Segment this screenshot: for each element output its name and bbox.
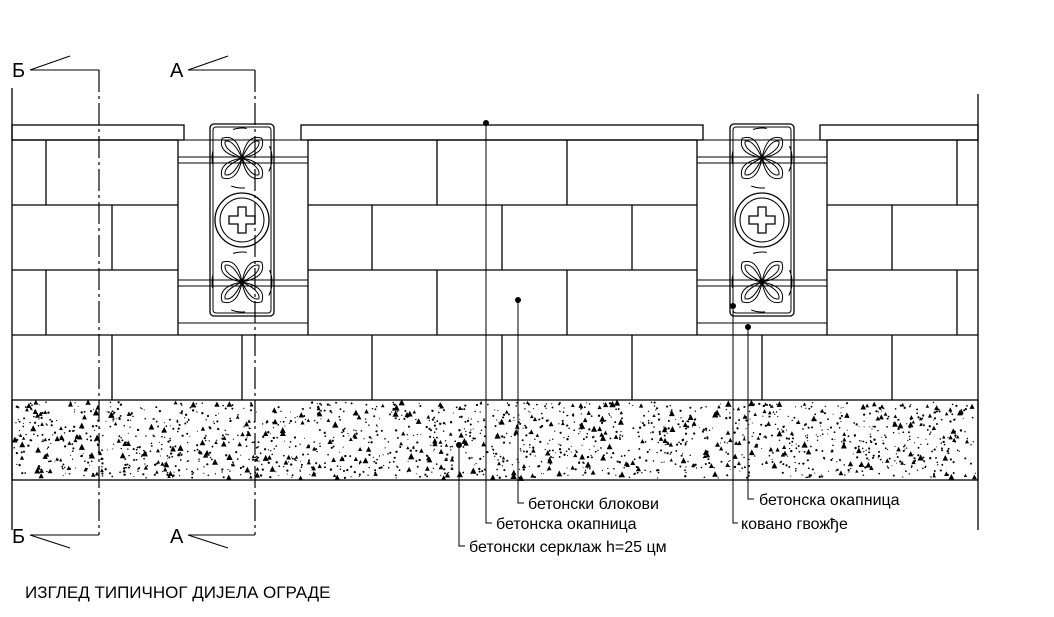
section-mark-a-top: А [170, 60, 184, 82]
wrought-iron-panel-left [209, 123, 275, 317]
concrete-tie-beam [11, 399, 979, 481]
callout-tie-beam: бетонски серклаж h=25 цм [469, 539, 667, 556]
concrete-speckle-texture [11, 399, 977, 481]
block-joints [45, 140, 958, 400]
section-mark-b-top: Б [12, 60, 25, 82]
drawing-title: ИЗГЛЕД ТИПИЧНОГ ДИЈЕЛА ОГРАДЕ [25, 583, 330, 602]
callout-coping-panel: бетонска окапница [759, 492, 900, 509]
wall-courses [12, 139, 978, 336]
concrete-copings [11, 124, 979, 158]
section-line-a [187, 55, 256, 549]
section-mark-a-bottom: А [170, 526, 184, 548]
wrought-iron-panel-right [729, 123, 795, 317]
section-mark-b-bottom: Б [12, 526, 25, 548]
callout-coping-wall: бетонска окапница [496, 516, 637, 533]
leader-lines [456, 120, 754, 547]
section-line-b [29, 55, 100, 549]
callout-blocks: бетонски блокови [528, 496, 659, 513]
callout-wrought-iron: ковано гвожђе [741, 516, 848, 533]
